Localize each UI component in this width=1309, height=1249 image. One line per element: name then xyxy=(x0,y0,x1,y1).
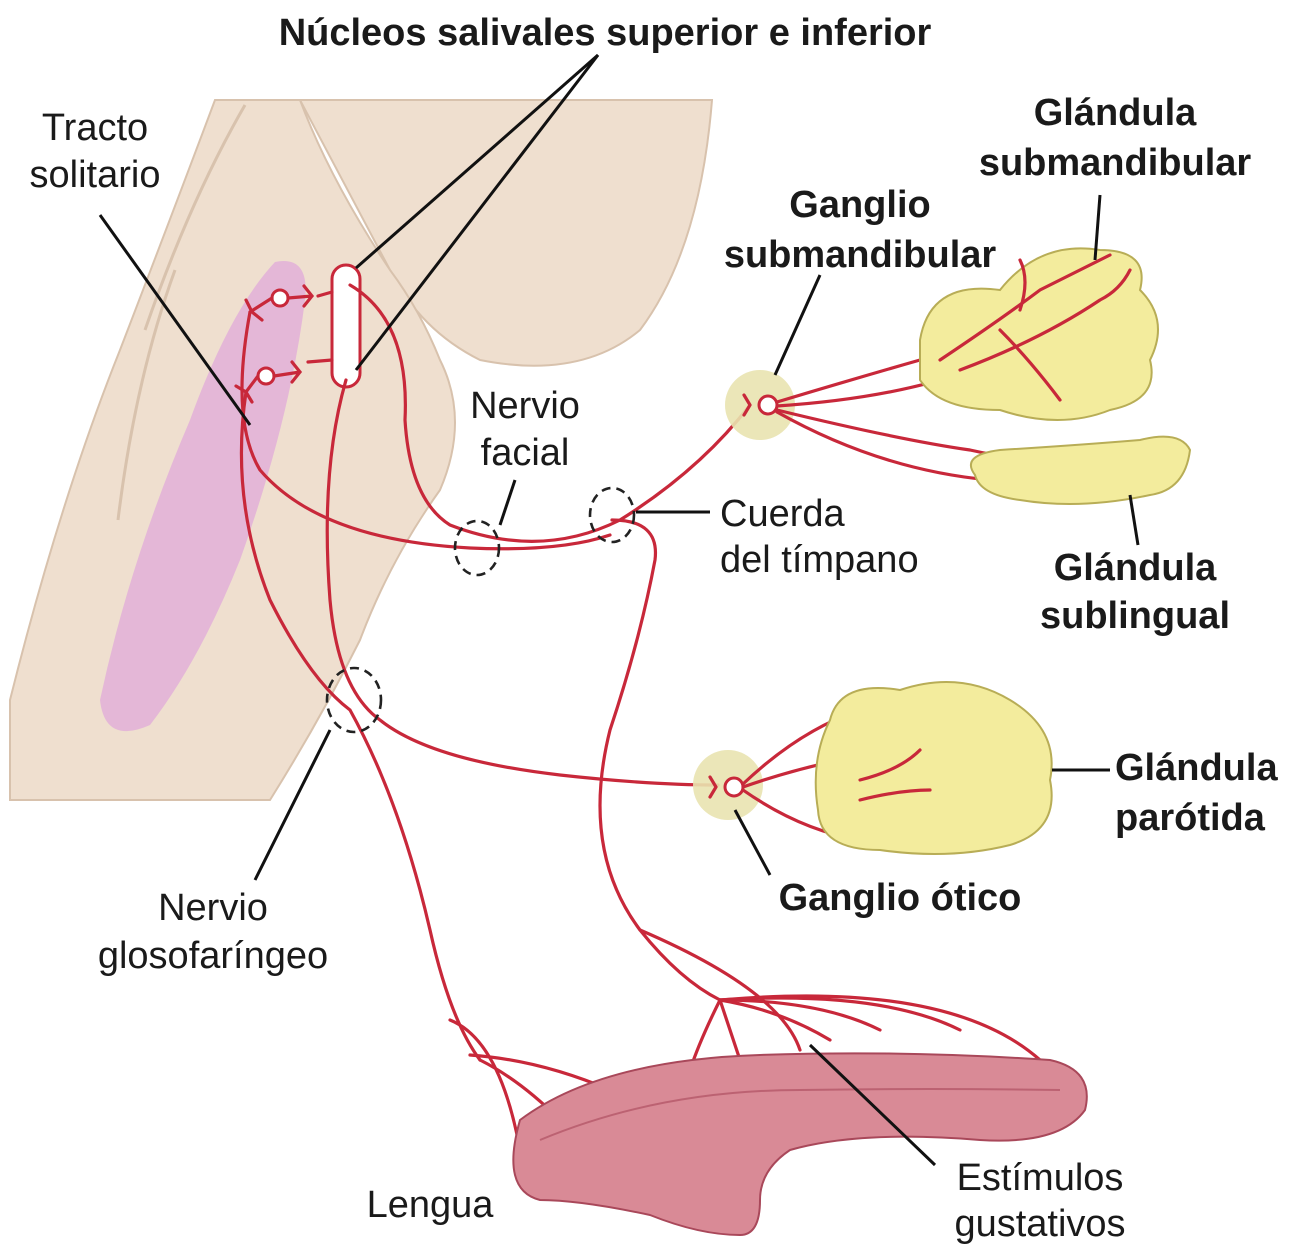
sublingual-gland xyxy=(971,437,1190,504)
label-nervio-facial-2: facial xyxy=(481,432,570,474)
label-estimulos-gustativos-2: gustativos xyxy=(954,1203,1125,1245)
label-nervio-facial-1: Nervio xyxy=(470,385,580,427)
label-nucleos-salivales: Núcleos salivales superior e inferior xyxy=(279,12,932,54)
label-glandula-submandibular-2: submandibular xyxy=(979,142,1252,184)
label-cuerda-timpano-1: Cuerda xyxy=(720,493,845,535)
brainstem xyxy=(10,100,712,800)
label-lengua: Lengua xyxy=(367,1184,495,1226)
parotid-gland xyxy=(816,682,1052,854)
neuron-1 xyxy=(272,290,288,306)
label-ganglio-otico: Ganglio ótico xyxy=(779,877,1022,919)
label-ganglio-submandibular-1: Ganglio xyxy=(789,184,930,226)
label-glandula-submandibular-1: Glándula xyxy=(1034,92,1197,134)
label-glandula-sublingual-1: Glándula xyxy=(1054,547,1217,589)
label-tracto-solitario-1: Tracto xyxy=(42,107,148,149)
neuron-2 xyxy=(258,368,274,384)
label-nervio-glosofaringeo-2: glosofaríngeo xyxy=(98,935,328,977)
label-cuerda-timpano-2: del tímpano xyxy=(720,539,919,581)
label-glandula-sublingual-2: sublingual xyxy=(1040,595,1230,637)
label-glandula-parotida-1: Glándula xyxy=(1115,747,1278,789)
label-glandula-parotida-2: parótida xyxy=(1115,797,1266,839)
label-ganglio-submandibular-2: submandibular xyxy=(724,234,997,276)
label-nervio-glosofaringeo-1: Nervio xyxy=(158,887,268,929)
label-estimulos-gustativos-1: Estímulos xyxy=(957,1157,1124,1199)
label-tracto-solitario-2: solitario xyxy=(30,154,161,196)
